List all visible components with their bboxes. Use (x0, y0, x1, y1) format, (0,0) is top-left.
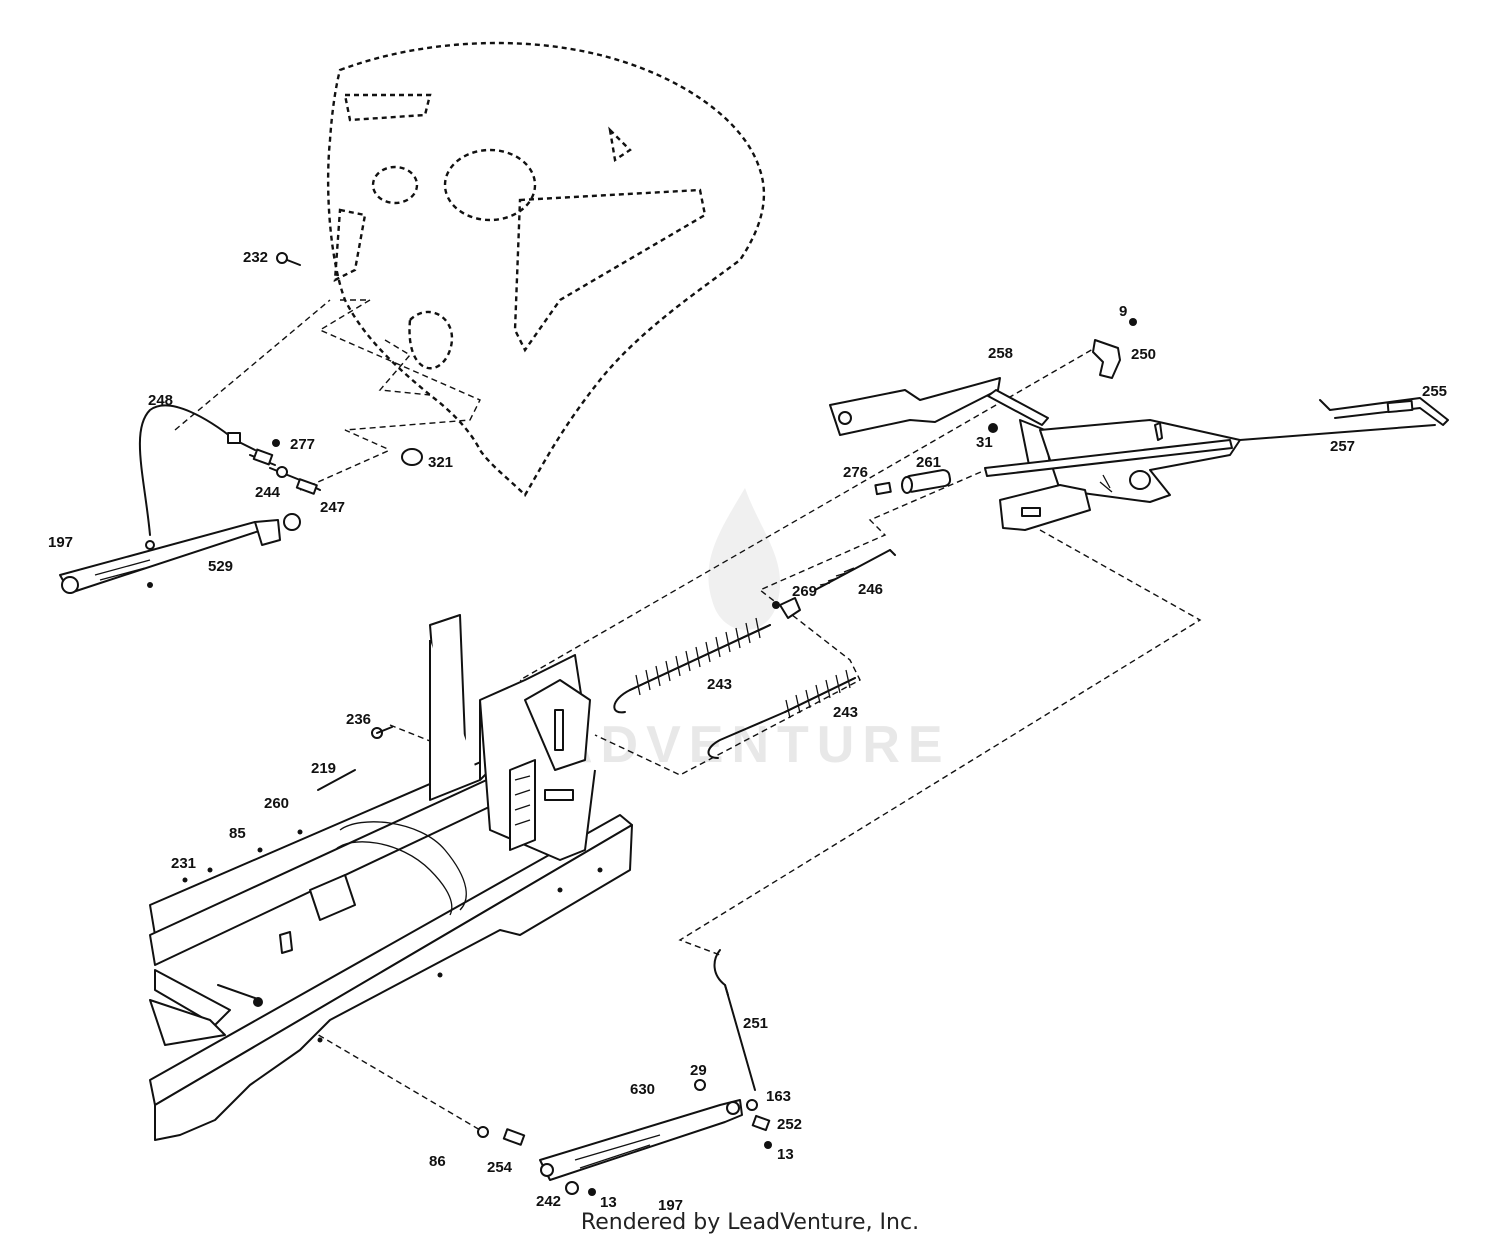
label-254: 254 (487, 1159, 513, 1176)
label-255: 255 (1422, 383, 1447, 400)
label-529: 529 (208, 558, 233, 575)
label-257: 257 (1330, 438, 1355, 455)
label-86: 86 (429, 1153, 446, 1170)
plug-321 (401, 448, 423, 466)
credit-text: Rendered by LeadVenture, Inc. (580, 1210, 920, 1235)
label-197-lower: 197 (658, 1197, 683, 1214)
bolt-231-nut-85 (217, 984, 263, 1007)
nut-31 (988, 423, 998, 433)
label-13-right: 13 (777, 1146, 794, 1163)
label-243-long: 243 (707, 676, 732, 693)
label-321: 321 (428, 454, 453, 471)
label-236: 236 (346, 711, 371, 728)
label-219: 219 (311, 760, 336, 777)
pin-276-261 (874, 469, 952, 496)
label-261: 261 (916, 454, 941, 471)
label-250: 250 (1131, 346, 1156, 363)
label-248: 248 (148, 392, 173, 409)
bolt-246 (814, 549, 896, 591)
label-243-short: 243 (833, 704, 858, 721)
label-244: 244 (255, 484, 281, 501)
lower-hardware (477, 1079, 772, 1196)
label-252: 252 (777, 1116, 802, 1133)
lift-lever-529 (59, 513, 301, 594)
label-276: 276 (843, 464, 868, 481)
label-163: 163 (766, 1088, 791, 1105)
label-251: 251 (743, 1015, 768, 1032)
label-13-bottom: 13 (600, 1194, 617, 1211)
label-277: 277 (290, 436, 315, 453)
label-247: 247 (320, 499, 345, 516)
watermark: ADVENTURE (555, 488, 951, 774)
label-29: 29 (690, 1062, 707, 1079)
label-31: 31 (976, 434, 993, 451)
spacer-269 (772, 597, 801, 619)
label-9: 9 (1119, 303, 1127, 320)
pin-219 (317, 769, 356, 791)
label-232: 232 (243, 249, 268, 266)
spring-243-long (613, 617, 771, 714)
label-85: 85 (229, 825, 246, 842)
rod-251 (713, 949, 756, 1091)
watermark-text: ADVENTURE (555, 716, 951, 774)
label-197-upper: 197 (48, 534, 73, 551)
screw-232 (276, 252, 301, 266)
label-269: 269 (792, 583, 817, 600)
label-246: 246 (858, 581, 883, 598)
spring-243-short (707, 669, 856, 759)
rod-255 (1319, 397, 1449, 426)
labels: 232 248 277 244 247 197 529 321 258 9 25… (48, 249, 1447, 1214)
lever-630 (539, 1099, 743, 1181)
lift-cable-assembly (138, 404, 321, 536)
fender-body (318, 41, 766, 497)
label-630: 630 (630, 1081, 655, 1098)
lift-shaft-assembly (829, 377, 1241, 531)
label-258: 258 (988, 345, 1013, 362)
label-231: 231 (171, 855, 196, 872)
bracket-250 (1092, 318, 1137, 379)
label-242: 242 (536, 1193, 561, 1210)
screw-236 (371, 726, 393, 739)
chassis-frame (149, 614, 633, 1141)
label-260: 260 (264, 795, 289, 812)
rod-257 (1239, 424, 1436, 441)
